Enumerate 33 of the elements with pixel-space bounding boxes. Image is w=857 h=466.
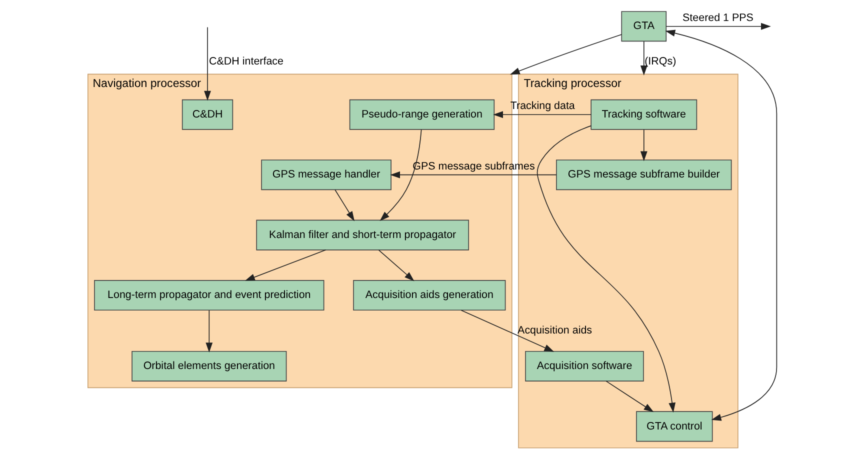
node-box: Tracking software [590,99,697,130]
arrow [244,250,326,281]
arrow [334,189,354,222]
node-box: Long-term propagator and event prediction [94,280,324,311]
arrow [640,41,647,76]
node-box: GPS message handler [260,160,391,190]
arrow [664,30,777,421]
arrow [204,26,210,101]
arrow [640,129,647,162]
node-box: GPS message subframe builder [556,160,732,190]
arrow [665,22,770,30]
arrow [205,310,212,353]
edge-label: Steered 1 PPS [682,12,753,24]
edge-label: C&DH interface [208,56,284,68]
node-box: GTA [620,11,666,42]
arrow [492,111,591,118]
node-box: Acquisition aids generation [352,280,506,311]
arrow [378,250,414,282]
arrow [460,310,554,352]
node-box: Pseudo-range generation [348,99,494,130]
node-box: Kalman filter and short-term propagator [256,220,468,250]
node-box: Orbital elements generation [131,350,286,382]
node-box: C&DH [181,99,233,130]
edge-label: Acquisition aids [517,324,592,337]
arrow [390,171,556,178]
edge-label: (IRQs) [644,56,676,68]
edge-label: Tracking data [510,100,574,112]
node-box: Acquisition software [524,350,644,382]
arrow [536,125,676,413]
node-box: GTA control [636,411,712,442]
arrow [379,129,422,222]
arrow [605,380,654,412]
arrow [509,34,622,75]
